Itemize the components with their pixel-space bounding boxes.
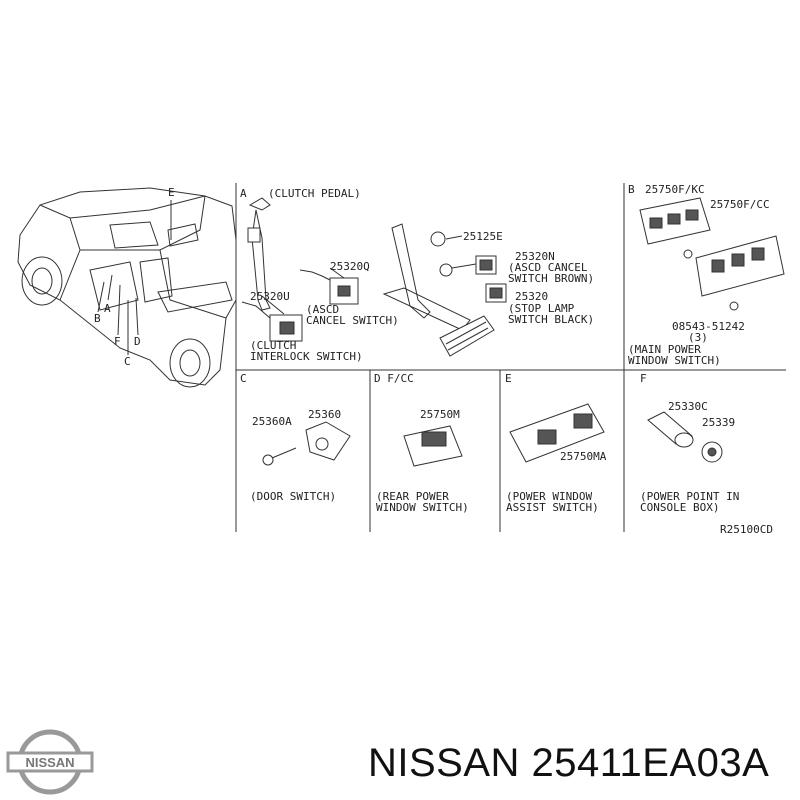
part-25339: 25339 (702, 416, 735, 429)
section-f-letter: F (640, 372, 647, 385)
section-a-letter: A (240, 187, 247, 200)
label-power-window-assist-1: (POWER WINDOW (506, 490, 592, 503)
callout-f: F (114, 335, 121, 348)
section-a-caption: (CLUTCH PEDAL) (268, 187, 361, 200)
section-frame (235, 183, 786, 532)
label-clutch-1: (CLUTCH (250, 339, 296, 352)
label-power-point-2: CONSOLE BOX) (640, 501, 719, 514)
callout-d: D (134, 335, 141, 348)
part-25320: 25320 (515, 290, 548, 303)
label-stop-lamp-1: (STOP LAMP (508, 302, 575, 315)
label-ascd-2: CANCEL SWITCH) (306, 314, 399, 327)
part-25320q: 25320Q (330, 260, 370, 273)
rear-power-window-switch-drawing (403, 425, 463, 467)
label-ascd-cancel-2: SWITCH BROWN) (508, 272, 594, 285)
part-25750f-cc: 25750F/CC (710, 198, 770, 211)
label-main-power-1: (MAIN POWER (628, 343, 701, 356)
callout-c: C (124, 355, 131, 368)
door-switch-drawing (262, 421, 351, 466)
label-ascd-1: (ASCD (306, 303, 339, 316)
clutch-pedal-drawing (241, 197, 507, 357)
part-25320u: 25320U (250, 290, 290, 303)
drawing-code: R25100CD (720, 523, 773, 536)
screw-quantity: (3) (688, 331, 708, 344)
main-power-window-switch-drawing (639, 197, 785, 311)
part-number-caption: NISSAN 25411EA03A (368, 741, 770, 785)
nissan-logo: NISSAN (6, 729, 94, 795)
label-ascd-cancel-1: (ASCD CANCEL (508, 261, 588, 274)
label-stop-lamp-2: SWITCH BLACK) (508, 313, 594, 326)
section-c-letter: C (240, 372, 247, 385)
label-clutch-2: INTERLOCK SWITCH) (250, 350, 363, 363)
label-power-point-1: (POWER POINT IN (640, 490, 739, 503)
vehicle-illustration (17, 187, 237, 388)
label-door-switch: (DOOR SWITCH) (250, 490, 336, 503)
part-25125e: 25125E (463, 230, 503, 243)
callout-b: B (94, 312, 101, 325)
power-point-drawing (647, 411, 723, 463)
part-25750ma: 25750MA (560, 450, 607, 463)
screw-part-number: 08543-51242 (672, 320, 745, 333)
callout-a: A (104, 302, 111, 315)
part-25360: 25360 (308, 408, 341, 421)
label-power-window-assist-2: ASSIST SWITCH) (506, 501, 599, 514)
label-rear-power-2: WINDOW SWITCH) (376, 501, 469, 514)
part-25360a: 25360A (252, 415, 292, 428)
label-rear-power-1: (REAR POWER (376, 490, 449, 503)
part-25750m: 25750M (420, 408, 460, 421)
section-b-letter: B (628, 183, 635, 196)
power-window-assist-switch-drawing (509, 403, 605, 463)
part-25320n: 25320N (515, 250, 555, 263)
nissan-logo-text: NISSAN (25, 755, 74, 770)
callout-e: E (168, 186, 175, 199)
label-main-power-2: WINDOW SWITCH) (628, 354, 721, 367)
section-d-letter: D F/CC (374, 372, 414, 385)
section-e-letter: E (505, 372, 512, 385)
part-25750f-kc: 25750F/KC (645, 183, 705, 196)
part-25330c: 25330C (668, 400, 708, 413)
